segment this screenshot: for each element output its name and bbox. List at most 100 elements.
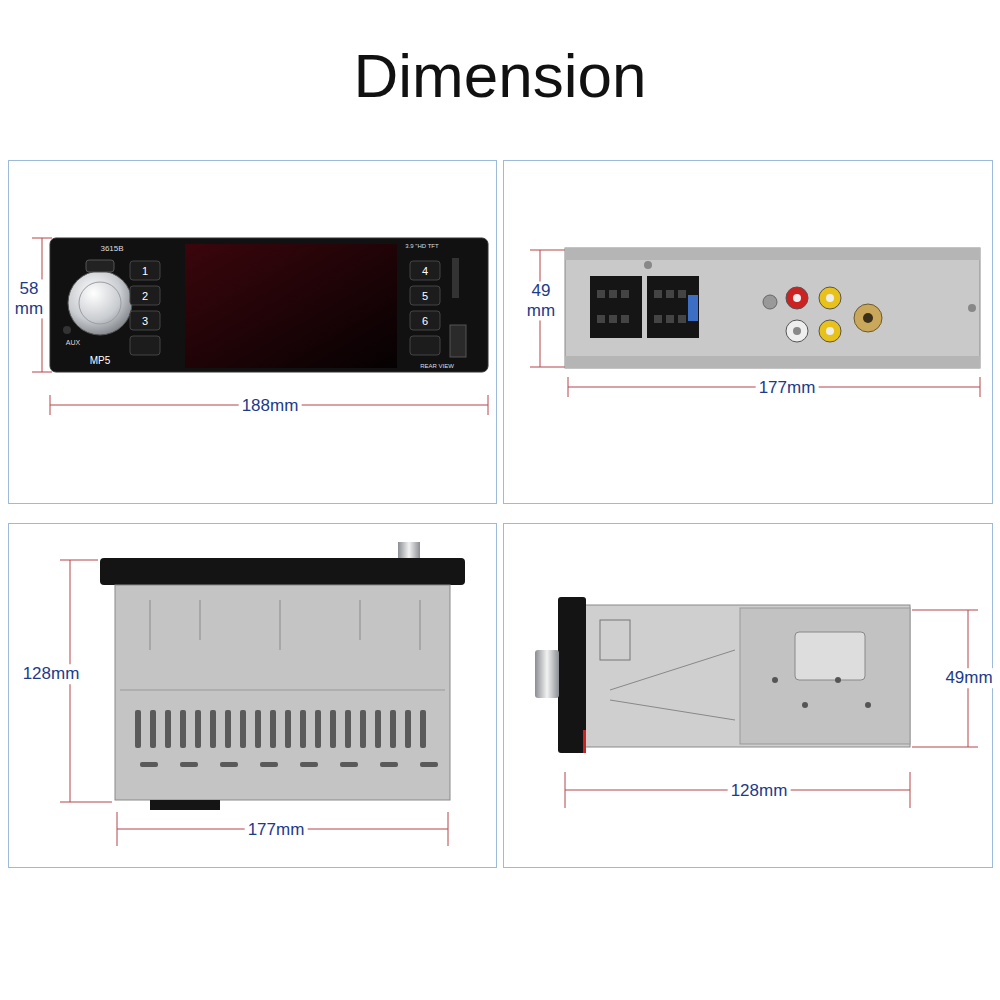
radio-back [597,315,605,323]
radio-front [185,244,397,368]
dimension-label: 177mm [756,378,819,398]
radio-back [565,248,980,368]
radio-top [270,710,276,748]
radio-back [688,295,698,321]
radio-back [609,315,617,323]
radio-front [86,260,114,272]
radio-back [826,327,834,335]
dimension-lines [60,802,112,803]
radio-side [610,650,735,690]
radio-back [644,261,652,269]
radio-front [130,311,160,330]
radio-back [826,294,834,302]
radio-back [621,290,629,298]
page-title: Dimension [0,40,1000,111]
panel-marking: 2 [142,290,148,303]
radio-front [452,258,459,298]
dimension-label: 188mm [239,396,302,416]
radio-back [597,290,686,323]
panel-marking: 1 [142,265,148,278]
dimension-lines [568,377,569,397]
panel-marking: 5 [422,290,428,303]
panel-marking: AUX [66,339,80,347]
radio-back [786,320,808,342]
radio-side [740,608,910,744]
radio-top [165,710,171,748]
radio-top [140,762,158,767]
radio-side [610,700,735,720]
dimension-lines [32,238,980,846]
dimension-label: 177mm [245,820,308,840]
radio-side [865,702,871,708]
radio-back [654,290,662,298]
radio-back [819,287,841,309]
radio-top [260,762,278,767]
radio-back [590,276,642,338]
radio-top [420,600,421,650]
radio-top [380,762,398,767]
panel-marking: 3615B [100,244,123,253]
radio-top [135,710,438,767]
radio-back [666,315,674,323]
dimension-lines [910,772,911,808]
radio-top [345,710,351,748]
radio-top [200,600,201,640]
panel-marking: MP5 [90,355,111,367]
radio-side [535,650,559,698]
dimension-lines [32,238,52,239]
radio-top [285,710,291,748]
radio-front [50,238,488,372]
dimension-label: 128mm [20,664,83,684]
dimension-lines [912,610,978,611]
radio-front [410,286,440,305]
radio-top [135,710,141,748]
view-panel: 49mm128mm [503,523,993,868]
radio-side [835,677,841,683]
radio-front [79,282,121,324]
radio-top [150,800,220,810]
radio-back [565,248,980,368]
dimension-lines [980,377,981,397]
radio-front [410,336,440,355]
dimension-lines [448,812,449,846]
dimension-lines [530,367,565,368]
view-panel: 58 mm188mm [8,160,497,504]
panel-marking: 4 [422,265,428,278]
radio-top [360,710,366,748]
radio-back [678,315,686,323]
radio-front [130,261,160,280]
radio-top [180,762,198,767]
radio-top [398,542,420,558]
radio-front [130,336,160,355]
radio-back [609,290,617,298]
radio-side [558,597,586,753]
radio-back [565,356,980,368]
dimension-lines [117,812,118,846]
radio-top [240,710,246,748]
radio-side [535,597,910,753]
radio-front [68,271,132,335]
radio-back [863,313,873,323]
radio-top [300,762,318,767]
dimension-lines [488,395,489,415]
dimension-label: 128mm [728,781,791,801]
radio-top [360,600,361,640]
radio-front [410,311,440,330]
dimension-lines [565,772,566,808]
radio-back [597,290,605,298]
radio-top [330,710,336,748]
dimension-lines [530,250,565,251]
radio-top [195,710,201,748]
radio-back [678,290,686,298]
radio-back [654,315,662,323]
radio-back [763,295,777,309]
radio-top [340,762,358,767]
radio-back [793,327,801,335]
dimension-lines [60,560,98,561]
radio-top [225,710,231,748]
view-panel: 49 mm177mm [503,160,993,504]
radio-back [819,320,841,342]
dimension-lines [912,747,978,748]
panel-marking: 3 [142,315,148,328]
